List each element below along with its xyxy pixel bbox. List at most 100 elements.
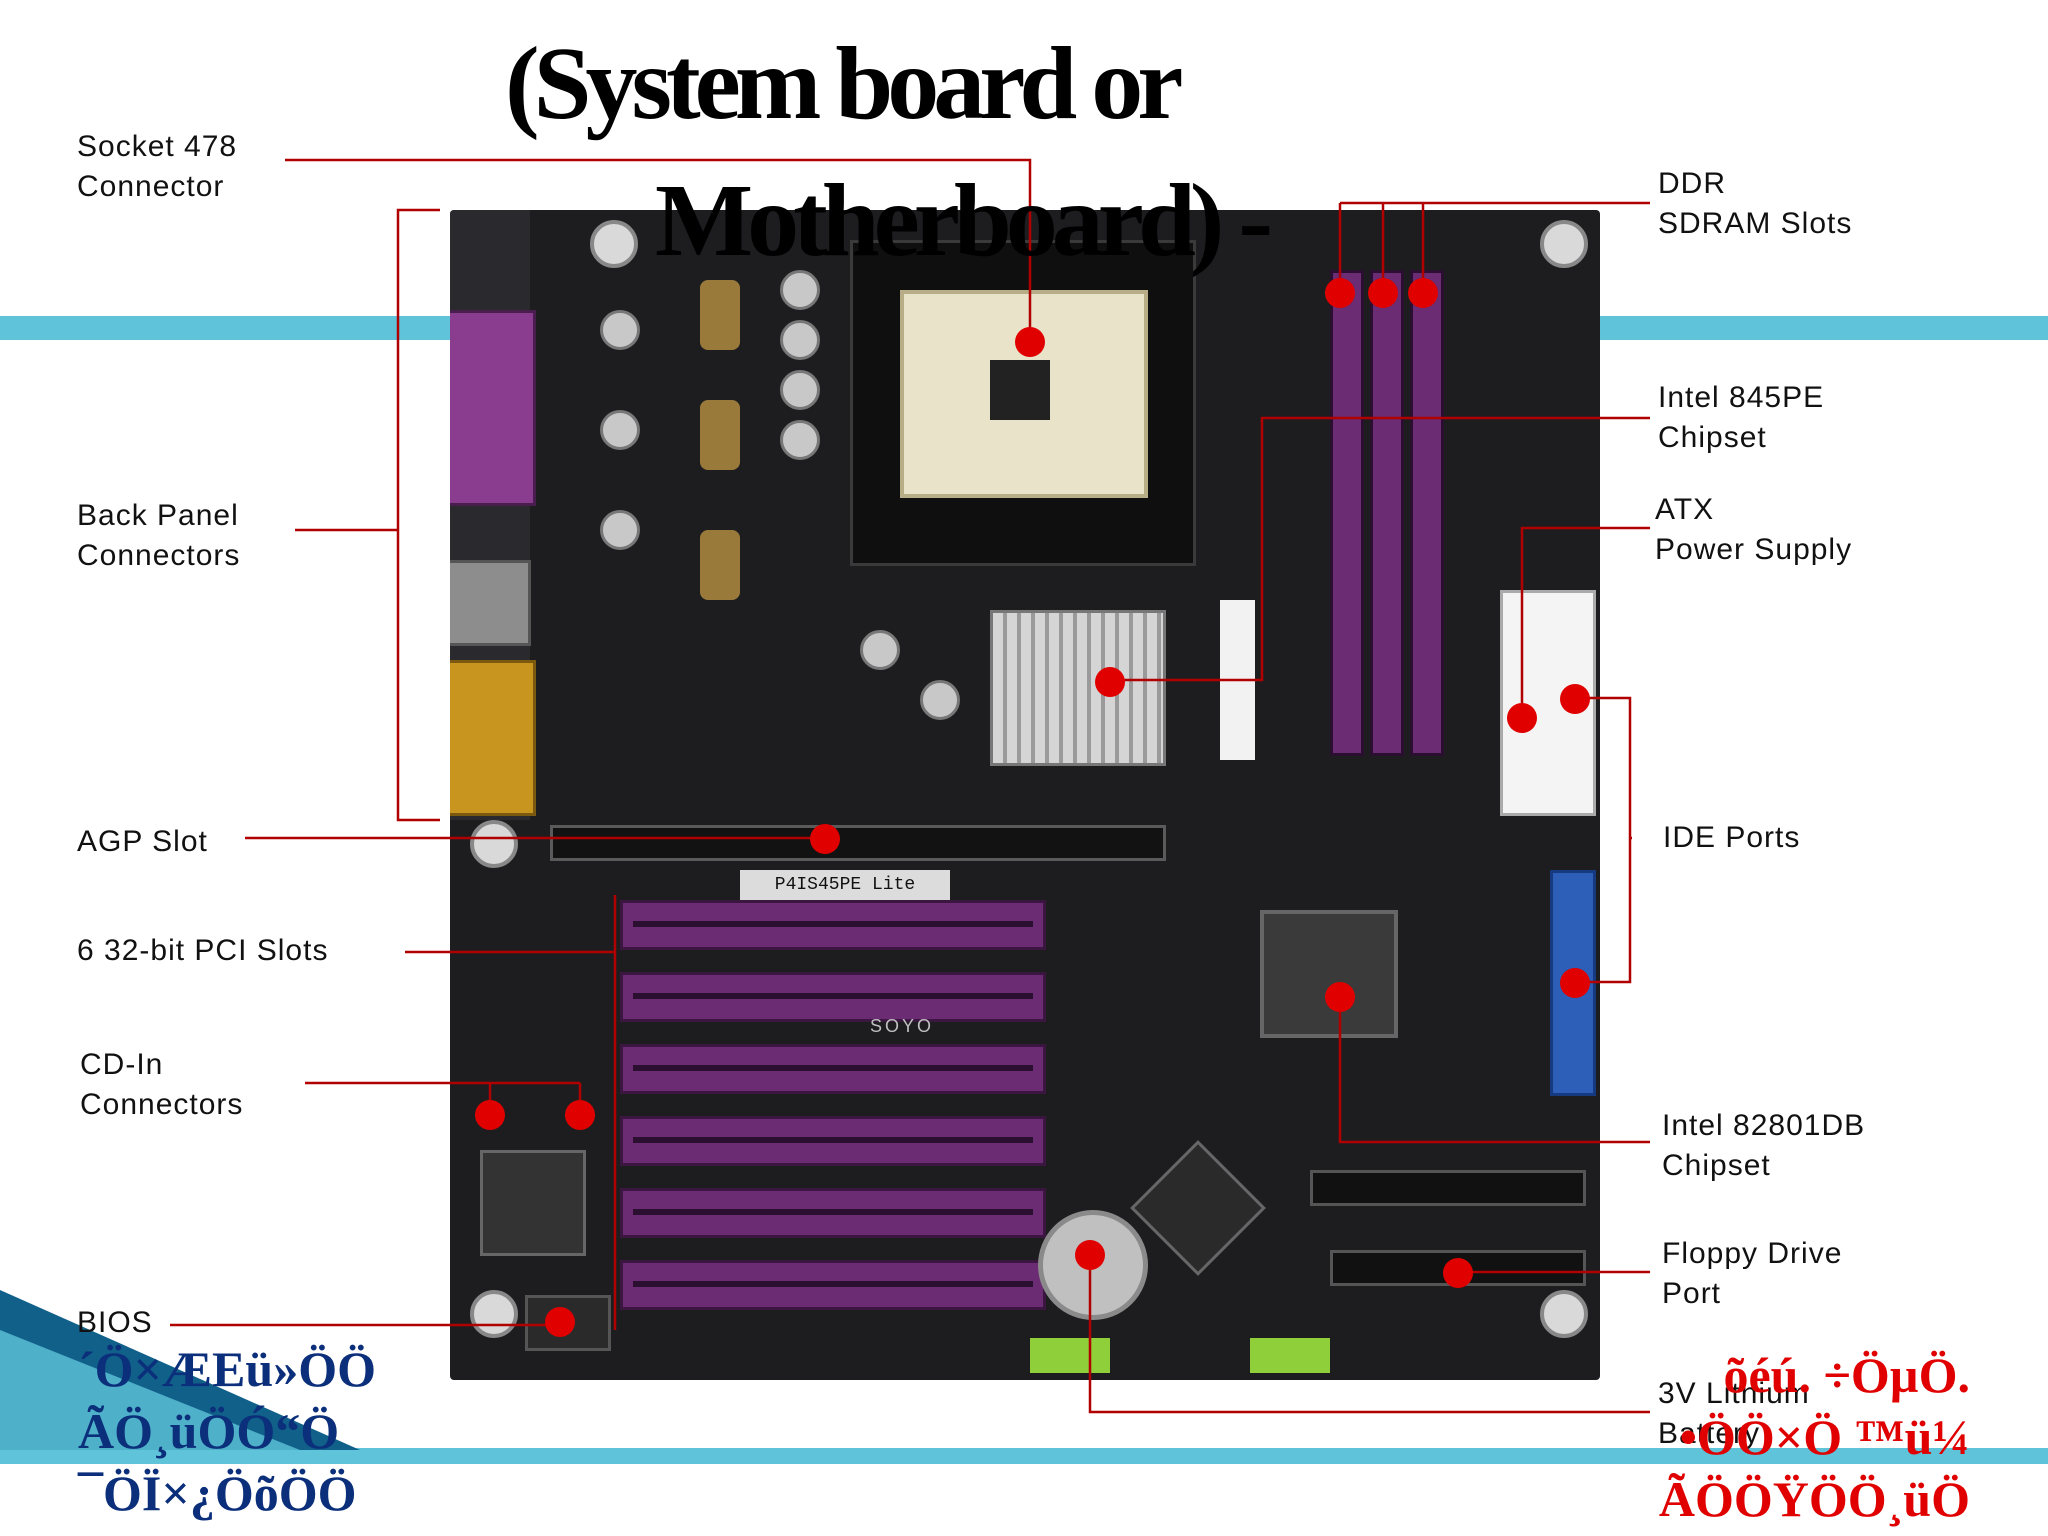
mounting-hole <box>470 1290 518 1338</box>
socket-label: Socket 478 Connector <box>77 127 237 207</box>
ide-label: IDE Ports <box>1663 821 1801 854</box>
floppy-label-line-1: Floppy Drive <box>1662 1237 1843 1270</box>
capacitor <box>780 420 820 460</box>
ddr-slot <box>1330 270 1364 756</box>
choke-coil <box>700 400 740 470</box>
board-brand-label: SOYO <box>870 1016 935 1036</box>
chipset-845-label: Intel 845PE Chipset <box>1658 378 1824 458</box>
footer-left-line-3: ¯ÖÏ×¿ÖõÖÖ <box>78 1465 357 1521</box>
cd-in-label: CD-In Connectors <box>80 1045 243 1125</box>
pci-slot <box>620 900 1046 950</box>
motherboard-image: P4IS45PE Lite SOYO <box>450 210 1600 1380</box>
mounting-hole <box>1540 1290 1588 1338</box>
footer-right-text: õéú. ÷ÖµÖ. •ÖÖ×Ö ™ü¼ ÃÖÖŸÖÖ¸üÖ <box>1640 1344 1970 1530</box>
capacitor <box>780 320 820 360</box>
back-panel-label-line-2: Connectors <box>77 539 241 572</box>
footer-left-line-1: ´Ö×ÆEü»ÖÖ <box>78 1341 376 1397</box>
footer-left-text: ´Ö×ÆEü»ÖÖ ÃÖ¸üÖÓ“Ö ¯ÖÏ×¿ÖõÖÖ <box>78 1338 376 1524</box>
atx-label-line-2: Power Supply <box>1655 533 1853 566</box>
secondary-header <box>1310 1170 1586 1206</box>
ddr-pointer-dot <box>1368 278 1398 308</box>
pci-slot <box>620 1044 1046 1094</box>
footer-right-line-3: ÃÖÖŸÖÖ¸üÖ <box>1658 1471 1970 1527</box>
atx-pointer-dot <box>1507 703 1537 733</box>
battery-label-line-1: 3V Lithium <box>1658 1377 1810 1410</box>
socket-callout-line <box>285 158 1032 340</box>
atx-callout-line <box>1520 526 1650 716</box>
atx-label-line-1: ATX <box>1655 493 1715 526</box>
pci-slot <box>620 1116 1046 1166</box>
bios-pointer-dot <box>545 1307 575 1337</box>
battery-pointer-dot <box>1075 1240 1105 1270</box>
back-panel-label-line-1: Back Panel <box>77 499 239 532</box>
choke-coil <box>700 530 740 600</box>
ddr-pointer-dot <box>1325 278 1355 308</box>
atx-label: ATX Power Supply <box>1655 490 1852 570</box>
socket-lever-area <box>990 360 1050 420</box>
board-model-label: P4IS45PE Lite <box>740 870 950 900</box>
pci-slot <box>620 972 1046 1022</box>
footer-right-line-2: •ÖÖ×Ö ™ü¼ <box>1679 1409 1970 1465</box>
northbridge-heatsink <box>990 610 1166 766</box>
ddr-slot <box>1410 270 1444 756</box>
cd-in-label-line-1: CD-In <box>80 1048 164 1081</box>
cd-in-pointer-dot <box>565 1100 595 1130</box>
agp-pointer-dot <box>810 824 840 854</box>
battery-label-line-2: Battery <box>1658 1417 1761 1450</box>
southbridge-chip <box>1260 910 1398 1038</box>
battery-label: 3V Lithium Battery <box>1658 1374 1810 1454</box>
io-chip <box>480 1150 586 1256</box>
chipset-82801-callout-line <box>1338 995 1650 1144</box>
agp-label: AGP Slot <box>77 825 208 858</box>
cd-in-pointer-dot <box>475 1100 505 1130</box>
mounting-hole <box>590 220 638 268</box>
mounting-hole <box>470 820 518 868</box>
bios-label: BIOS <box>77 1306 153 1339</box>
pci-slot <box>620 1188 1046 1238</box>
capacitor <box>600 410 640 450</box>
chipset-845-pointer-dot <box>1095 667 1125 697</box>
mounting-hole <box>1540 220 1588 268</box>
choke-coil <box>700 280 740 350</box>
serial-port <box>450 660 536 816</box>
pci-label: 6 32-bit PCI Slots <box>77 934 329 967</box>
footer-wedge-light <box>0 1330 300 1450</box>
chipset-845-callout-line <box>1110 416 1650 682</box>
parallel-port <box>450 310 536 506</box>
chipset-82801-label-line-2: Chipset <box>1662 1149 1771 1182</box>
capacitor <box>780 370 820 410</box>
ddr-label: DDR SDRAM Slots <box>1658 164 1852 244</box>
footer-right-line-1: õéú. ÷ÖµÖ. <box>1723 1347 1970 1403</box>
back-panel-label: Back Panel Connectors <box>77 496 240 576</box>
footer-left-line-2: ÃÖ¸üÖÓ“Ö <box>78 1403 340 1459</box>
capacitor <box>600 310 640 350</box>
ide-pointer-dot <box>1560 968 1590 998</box>
capacitor <box>780 270 820 310</box>
pci-slot <box>620 1260 1046 1310</box>
cd-in-label-line-2: Connectors <box>80 1088 244 1121</box>
socket-label-line-1: Socket 478 <box>77 130 238 163</box>
socket-pointer-dot <box>1015 327 1045 357</box>
page-title-line-2: Motherboard) - <box>655 163 1273 278</box>
back-panel-bracket <box>396 208 440 822</box>
floppy-pointer-dot <box>1443 1258 1473 1288</box>
chipset-82801-label: Intel 82801DB Chipset <box>1662 1106 1865 1186</box>
footer-band <box>0 1448 2048 1464</box>
ddr-label-line-2: SDRAM Slots <box>1658 207 1853 240</box>
lan-port <box>450 560 531 646</box>
chipset-845-label-line-2: Chipset <box>1658 421 1767 454</box>
agp-slot <box>550 825 1166 861</box>
chipset-82801-label-line-1: Intel 82801DB <box>1662 1109 1866 1142</box>
ddr-slot <box>1370 270 1404 756</box>
socket-label-line-2: Connector <box>77 170 225 203</box>
page-title-line-1: (System board or <box>505 26 1183 141</box>
chipset-82801-pointer-dot <box>1325 982 1355 1012</box>
chipset-845-label-line-1: Intel 845PE <box>1658 381 1825 414</box>
ide-bracket <box>1574 696 1632 984</box>
bios-chip <box>525 1295 611 1351</box>
capacitor <box>600 510 640 550</box>
floppy-label-line-2: Port <box>1662 1277 1722 1310</box>
usb-header <box>1250 1338 1330 1373</box>
ide-pointer-dot <box>1560 684 1590 714</box>
